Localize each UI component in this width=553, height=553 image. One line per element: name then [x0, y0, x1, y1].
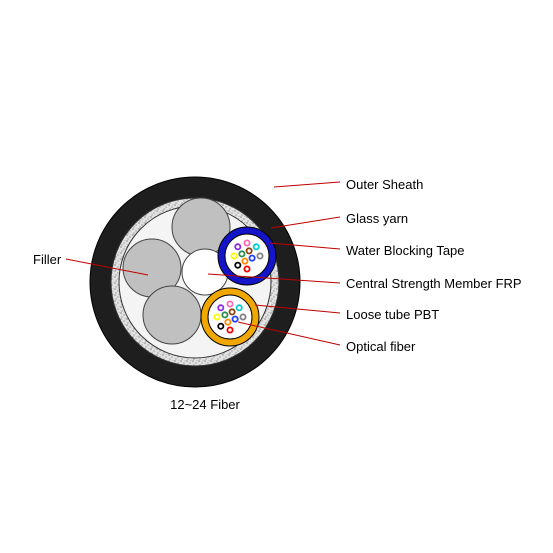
optical-fiber [217, 304, 225, 312]
optical-fiber [239, 313, 247, 321]
optical-fiber [238, 250, 246, 258]
label-filler: Filler [33, 252, 62, 267]
caption-fiber-count: 12~24 Fiber [170, 397, 240, 412]
optical-fiber [256, 252, 264, 260]
loose-tube-upper [217, 226, 277, 286]
optical-fiber [234, 261, 242, 269]
optical-fiber [235, 304, 243, 312]
label-glass-yarn: Glass yarn [346, 211, 408, 226]
optical-fibers-lower [213, 300, 247, 334]
loose-tube-lower [200, 287, 260, 347]
optical-fiber [231, 315, 239, 323]
optical-fiber [248, 254, 256, 262]
optical-fiber [213, 313, 221, 321]
label-optical-fiber: Optical fiber [346, 339, 416, 354]
label-central-strength-member: Central Strength Member FRP [346, 276, 522, 291]
label-outer-sheath: Outer Sheath [346, 177, 423, 192]
optical-fiber [221, 311, 229, 319]
optical-fiber [243, 265, 251, 273]
optical-fiber [228, 308, 236, 316]
label-water-blocking-tape: Water Blocking Tape [346, 243, 465, 258]
label-loose-tube: Loose tube PBT [346, 307, 439, 322]
optical-fiber [235, 322, 243, 330]
leader-loose-tube [254, 304, 341, 314]
leader-optical-fiber [237, 321, 341, 346]
optical-fiber [217, 322, 225, 330]
leader-outer-sheath [273, 181, 341, 188]
optical-fiber [230, 252, 238, 260]
optical-fiber [226, 326, 234, 334]
optical-fibers-upper [230, 239, 264, 273]
optical-fiber [234, 243, 242, 251]
optical-fiber [224, 318, 232, 326]
leader-glass-yarn [270, 216, 341, 229]
filler-bottom [142, 285, 202, 345]
leader-filler [65, 258, 149, 276]
optical-fiber [252, 261, 260, 269]
leader-water-blocking-tape [269, 242, 341, 250]
optical-fiber [243, 239, 251, 247]
optical-fiber [252, 243, 260, 251]
optical-fiber [226, 300, 234, 308]
optical-fiber [245, 247, 253, 255]
optical-fiber [241, 257, 249, 265]
leader-central-strength-member [207, 273, 341, 284]
